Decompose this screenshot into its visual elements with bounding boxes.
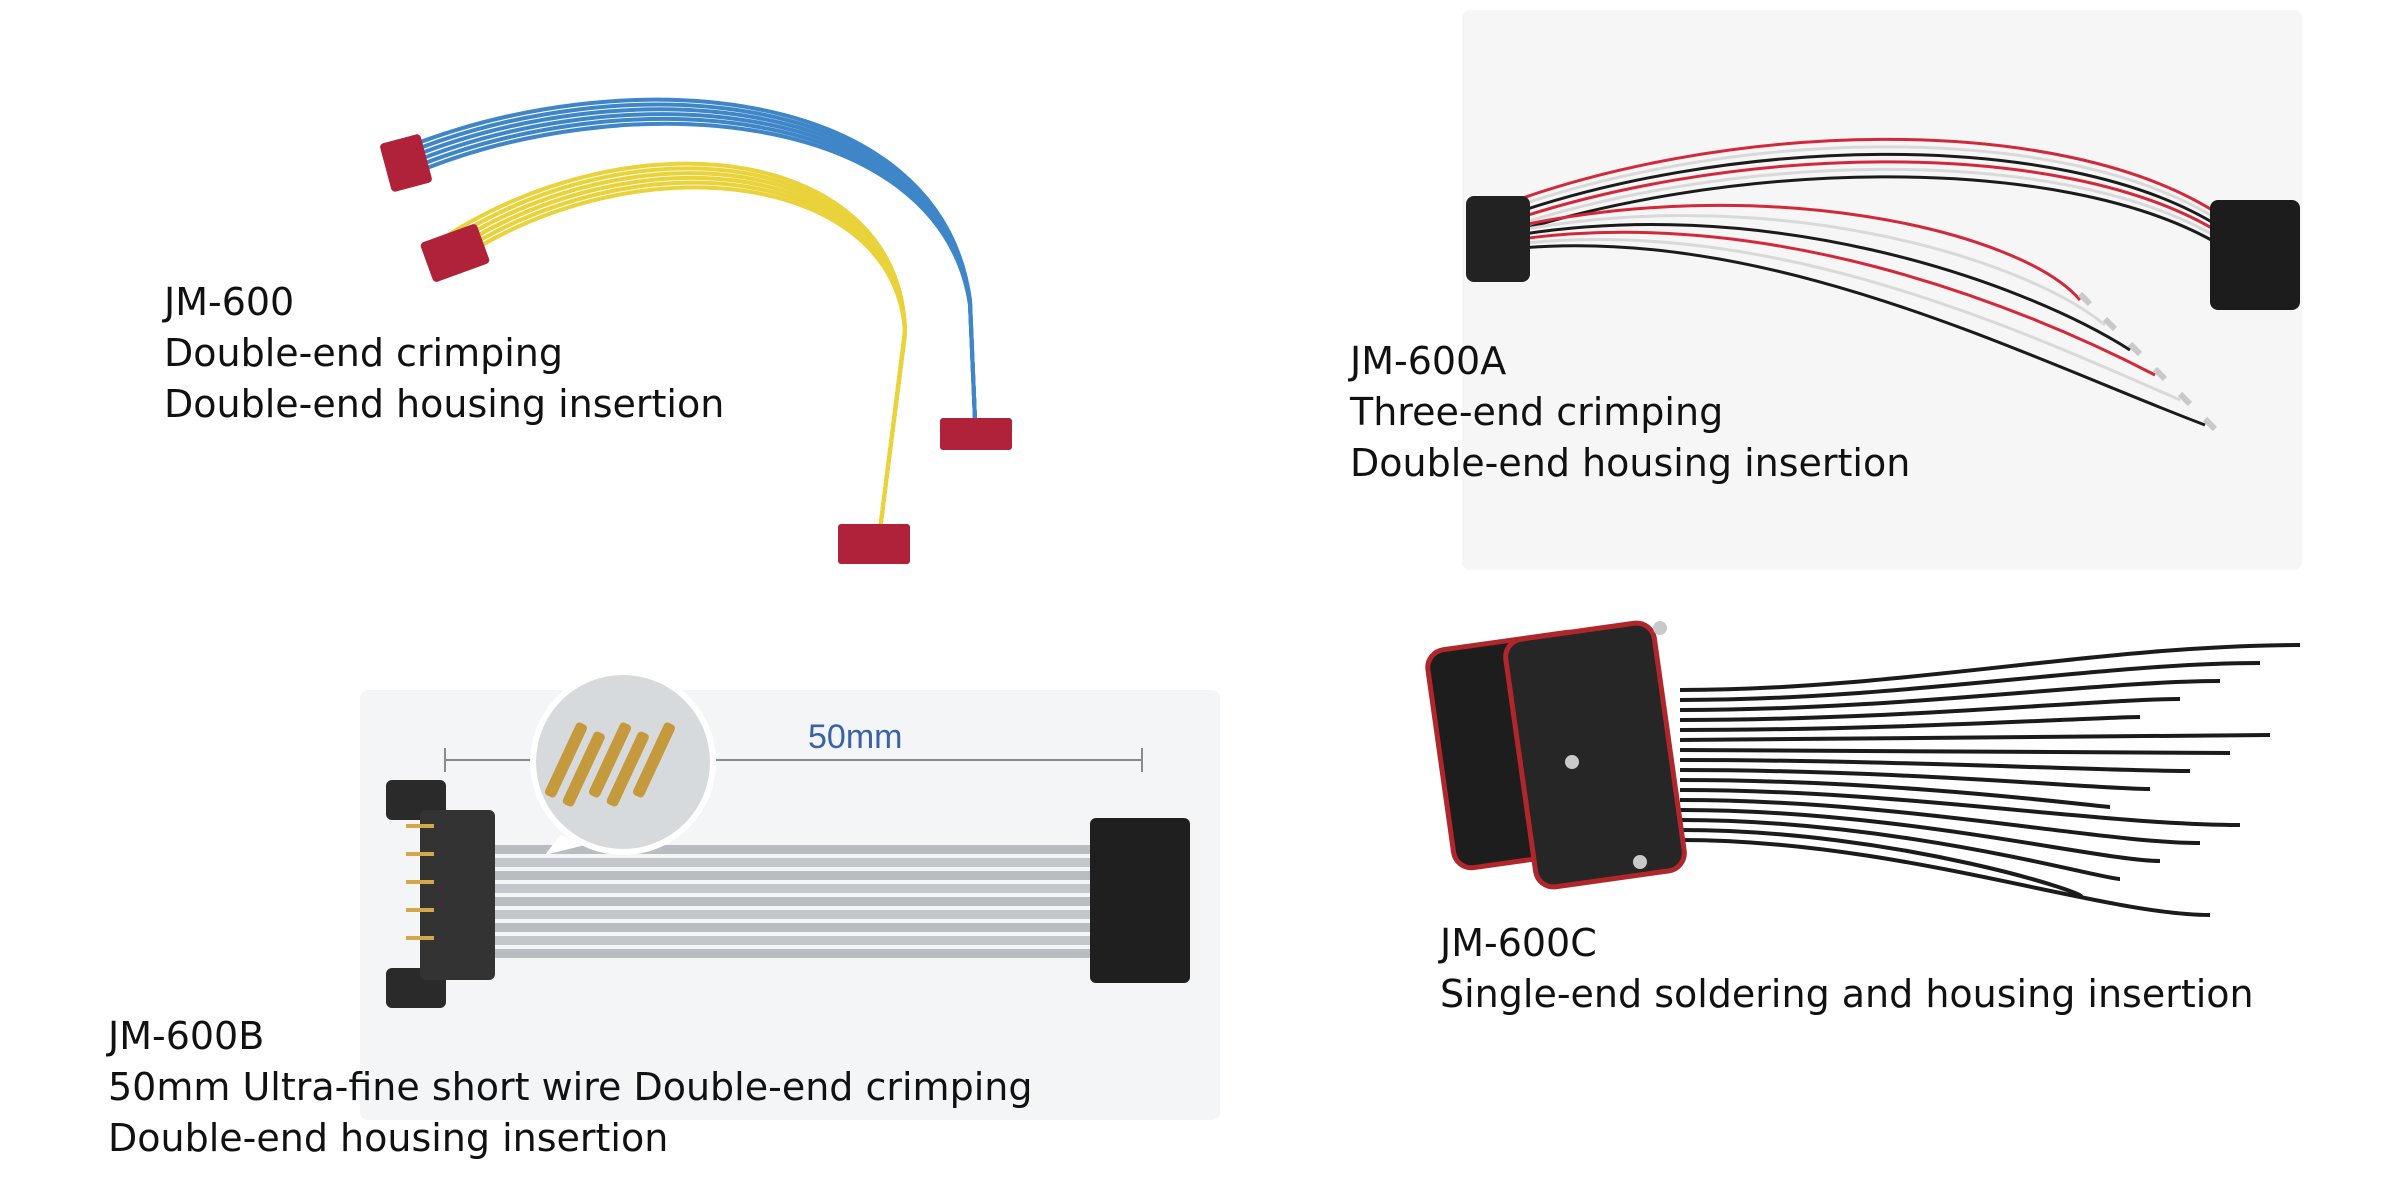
loose-wire bbox=[1499, 203, 2082, 301]
dimension-label: 50mm bbox=[808, 718, 903, 756]
gold-pin bbox=[406, 824, 434, 828]
product-jm-600: JM-600 Double-end crimping Double-end ho… bbox=[0, 0, 1200, 600]
jm-600-line-1: Double-end crimping bbox=[164, 331, 563, 375]
loose-wire bbox=[1499, 230, 2156, 377]
black-wire bbox=[1679, 697, 2181, 722]
jm-600a-model: JM-600A bbox=[1350, 339, 1507, 383]
black-wire bbox=[1679, 798, 2201, 845]
jm-600a-line-1: Three-end crimping bbox=[1350, 390, 1724, 434]
harness-wire bbox=[1489, 137, 2221, 217]
jm-600a-harness-image bbox=[1466, 137, 2300, 432]
crimped-terminal bbox=[544, 722, 588, 798]
black-housing bbox=[2210, 200, 2300, 310]
pin-terminal bbox=[2127, 341, 2143, 357]
jm-600-line-2: Double-end housing insertion bbox=[164, 382, 725, 426]
gray-wire bbox=[480, 871, 1100, 880]
screw bbox=[1565, 755, 1579, 769]
jm-600c-harness-image bbox=[1425, 620, 2301, 917]
jm-600-harness-image bbox=[380, 97, 1012, 564]
black-wire bbox=[1679, 788, 2241, 827]
harness-wire bbox=[1489, 145, 2221, 223]
black-wire bbox=[1679, 808, 2161, 863]
product-jm-600b: 50mm JM-600B 50mm Ultra-fine short wire … bbox=[0, 600, 1220, 1200]
jm-600-model: JM-600 bbox=[164, 280, 295, 324]
black-wire bbox=[1679, 768, 2151, 791]
red-connector bbox=[420, 224, 490, 282]
left-housing bbox=[420, 810, 495, 980]
product-jm-600a: JM-600A Three-end crimping Double-end ho… bbox=[1200, 0, 2400, 600]
gray-wire bbox=[480, 936, 1100, 945]
red-connector bbox=[380, 134, 432, 192]
yellow-wire bbox=[448, 185, 908, 531]
gold-pin bbox=[406, 880, 434, 884]
harness-wire bbox=[1489, 152, 2221, 229]
black-wire bbox=[1679, 818, 2121, 881]
gold-pin bbox=[406, 852, 434, 856]
black-wire bbox=[1679, 748, 2231, 755]
harness-wire bbox=[1489, 175, 2221, 247]
gold-pin bbox=[406, 936, 434, 940]
black-wire bbox=[1679, 661, 2261, 702]
pin-terminal bbox=[2102, 316, 2118, 332]
black-wire bbox=[1679, 828, 2084, 899]
black-wire bbox=[1679, 778, 2111, 809]
black-wire bbox=[1679, 679, 2221, 712]
red-connector bbox=[838, 524, 910, 564]
zoom-pointer bbox=[545, 835, 585, 855]
blue-wire bbox=[409, 121, 977, 421]
jm-600b-harness-image bbox=[386, 669, 1190, 1008]
loose-wire bbox=[1499, 244, 2206, 427]
gray-wire bbox=[480, 949, 1100, 958]
harness-wire bbox=[1489, 167, 2221, 241]
red-connector bbox=[940, 418, 1012, 450]
jm-600a-line-2: Double-end housing insertion bbox=[1350, 441, 1911, 485]
black-wire bbox=[1679, 643, 2301, 692]
pin-terminal bbox=[2077, 291, 2093, 307]
pin-terminal bbox=[2202, 416, 2218, 432]
gray-wire bbox=[480, 897, 1100, 906]
pin-terminal bbox=[2152, 366, 2168, 382]
jm-600b-line-2: Double-end housing insertion bbox=[108, 1116, 669, 1160]
jm-600-caption: JM-600 Double-end crimping Double-end ho… bbox=[164, 277, 724, 430]
gray-wire bbox=[480, 923, 1100, 932]
black-wire bbox=[1679, 758, 2191, 773]
product-jm-600c: JM-600C Single-end soldering and housing… bbox=[1200, 600, 2400, 1200]
jm-600b-caption: JM-600B 50mm Ultra-fine short wire Doubl… bbox=[108, 1011, 1032, 1164]
jm-600b-model: JM-600B bbox=[108, 1014, 265, 1058]
loose-wire bbox=[1499, 222, 2131, 352]
jm-600a-caption: JM-600A Three-end crimping Double-end ho… bbox=[1350, 336, 1910, 489]
zoom-circle bbox=[530, 669, 716, 855]
crimped-terminal bbox=[562, 731, 605, 807]
connector-housing bbox=[1503, 620, 1687, 890]
pin-terminal bbox=[2177, 391, 2193, 407]
gray-wire bbox=[480, 910, 1100, 919]
gray-wire bbox=[480, 884, 1100, 893]
gold-pin bbox=[406, 908, 434, 912]
black-housing bbox=[1466, 196, 1530, 282]
black-wire bbox=[1679, 715, 2141, 732]
right-housing bbox=[1090, 818, 1190, 983]
jm-600c-model: JM-600C bbox=[1440, 921, 1597, 965]
crimped-terminal bbox=[606, 731, 649, 807]
jm-600c-caption: JM-600C Single-end soldering and housing… bbox=[1440, 918, 2254, 1020]
jm-600a-photo-backdrop bbox=[1462, 10, 2302, 570]
crimped-terminal bbox=[588, 722, 632, 798]
loose-wire bbox=[1499, 214, 2106, 327]
gray-wire bbox=[480, 858, 1100, 867]
crimped-terminal bbox=[632, 722, 676, 798]
black-wire bbox=[1679, 733, 2271, 742]
jm-600c-line-1: Single-end soldering and housing inserti… bbox=[1440, 972, 2254, 1016]
black-wire bbox=[1679, 838, 2211, 917]
harness-wire bbox=[1489, 160, 2221, 235]
loose-wire bbox=[1499, 237, 2181, 402]
jm-600b-line-1: 50mm Ultra-fine short wire Double-end cr… bbox=[108, 1065, 1033, 1109]
screw bbox=[1633, 855, 1647, 869]
screw bbox=[1653, 621, 1667, 635]
